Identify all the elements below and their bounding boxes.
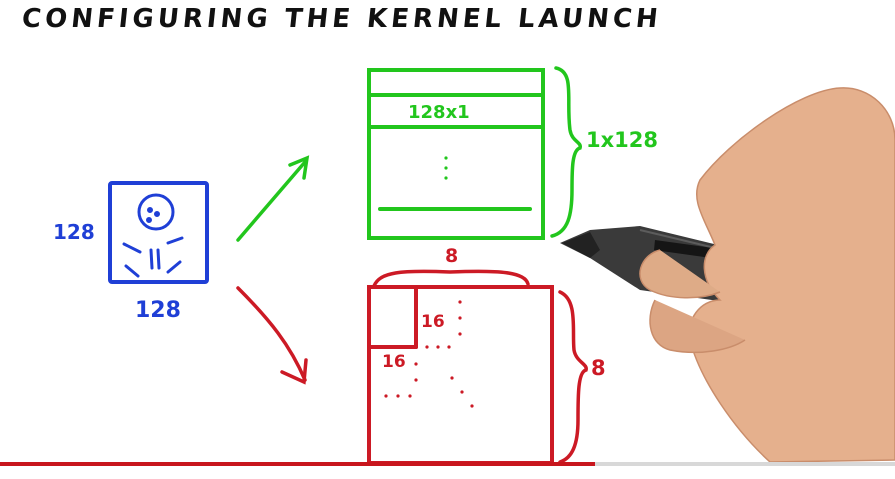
red-grid-dots (384, 300, 474, 408)
red-top-brace (372, 269, 530, 288)
green-arrow (236, 155, 310, 242)
green-grid-dots (444, 156, 448, 180)
green-row-label: 128x1 (408, 102, 470, 123)
red-side-label: 8 (591, 356, 606, 380)
image-height-label: 128 (53, 220, 95, 244)
image-block-frame (108, 181, 209, 284)
video-progress-played (0, 462, 596, 466)
image-width-label: 128 (135, 298, 181, 323)
green-brace (550, 66, 582, 238)
red-grid (367, 285, 554, 465)
green-grid (367, 68, 545, 240)
video-progress-remaining (595, 462, 895, 466)
red-block-side-label: 16 (382, 352, 406, 372)
stick-figure-icon (122, 193, 184, 278)
red-top-label: 8 (445, 245, 459, 267)
red-side-brace (558, 290, 588, 464)
video-progress-bar[interactable] (0, 462, 895, 479)
green-side-label: 1x128 (586, 128, 658, 152)
hand-image (639, 87, 895, 463)
red-arrow (236, 286, 308, 385)
red-block-top-label: 16 (421, 312, 445, 332)
